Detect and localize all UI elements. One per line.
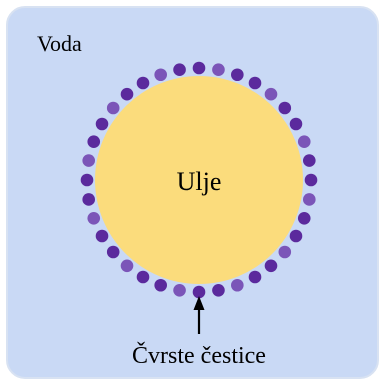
- solid-particle: [136, 76, 150, 90]
- arrow-head: [193, 296, 205, 310]
- solid-particle: [248, 270, 262, 284]
- pointer-arrow: [193, 296, 205, 334]
- oil-droplet: [95, 76, 303, 284]
- solid-particle: [278, 245, 292, 259]
- solid-particle: [95, 229, 109, 243]
- solid-particle: [87, 135, 101, 148]
- solid-particle: [173, 284, 186, 297]
- solid-particle: [297, 212, 311, 225]
- solid-particle: [212, 63, 225, 76]
- solid-particle: [154, 278, 167, 292]
- solid-particle: [106, 245, 120, 259]
- solid-particle: [304, 173, 318, 187]
- solid-particle: [192, 61, 206, 75]
- solid-particle: [264, 259, 278, 273]
- solid-particles-label: Čvrste čestice: [132, 342, 266, 369]
- solid-particles-ring: [80, 61, 318, 299]
- solid-particle: [297, 135, 311, 148]
- solid-particle: [120, 259, 134, 273]
- solid-particle: [303, 193, 316, 206]
- solid-particle: [82, 193, 95, 206]
- solid-particle: [154, 68, 167, 82]
- solid-particle: [82, 154, 95, 167]
- solid-particle: [192, 285, 206, 299]
- solid-particle: [106, 101, 120, 115]
- oil-label: Ulje: [177, 167, 222, 196]
- solid-particle: [95, 117, 109, 131]
- solid-particle: [87, 212, 101, 225]
- solid-particle: [231, 68, 244, 82]
- solid-particle: [136, 270, 150, 284]
- water-label: Voda: [37, 31, 82, 56]
- solid-particle: [120, 87, 134, 101]
- solid-particle: [212, 284, 225, 297]
- solid-particle: [80, 173, 94, 187]
- solid-particle: [278, 101, 292, 115]
- solid-particle: [303, 154, 316, 167]
- solid-particle: [173, 63, 186, 76]
- solid-particle: [264, 87, 278, 101]
- solid-particle: [248, 76, 262, 90]
- solid-particle: [289, 117, 303, 131]
- solid-particle: [231, 278, 244, 292]
- solid-particle: [289, 229, 303, 243]
